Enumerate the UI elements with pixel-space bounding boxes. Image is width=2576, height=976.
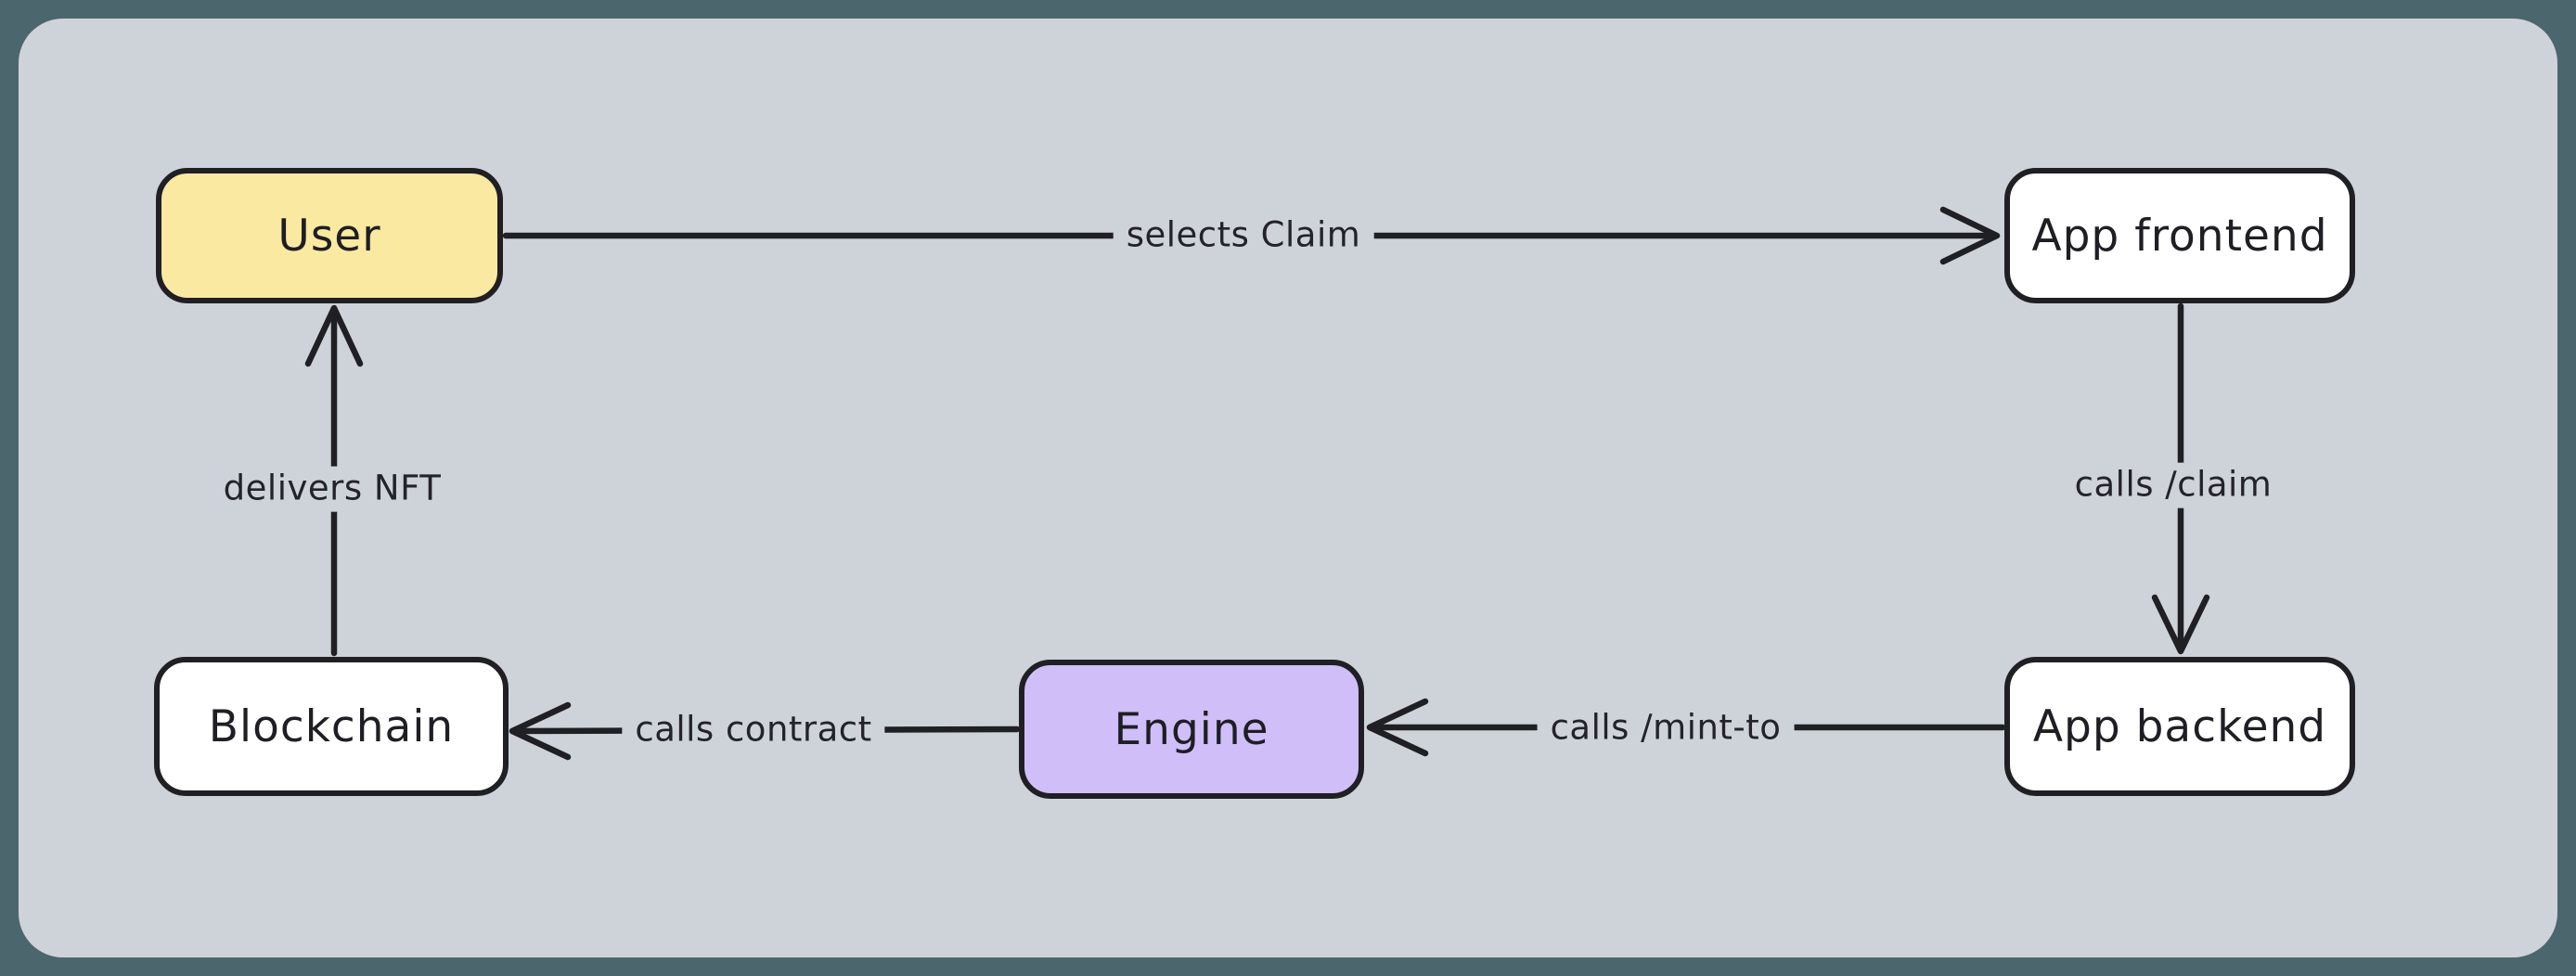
node-user: User	[156, 168, 503, 303]
node-blockchain: Blockchain	[154, 657, 509, 796]
node-app-frontend: App frontend	[2004, 168, 2355, 303]
edge-label-calls-mint-to: calls /mint-to	[1537, 705, 1795, 751]
edge-arrowhead	[1939, 206, 2001, 265]
edge-label-delivers-nft: delivers NFT	[210, 466, 455, 512]
edge-label-calls-contract: calls contract	[622, 707, 885, 753]
edge-arrowhead	[304, 304, 364, 367]
node-engine: Engine	[1019, 660, 1364, 799]
edge-label-selects-claim: selects Claim	[1113, 212, 1374, 259]
node-label: App frontend	[2031, 210, 2328, 262]
edge-arrowhead	[2151, 594, 2210, 655]
node-label: Blockchain	[208, 700, 455, 752]
node-label: User	[277, 210, 381, 262]
node-label: Engine	[1114, 703, 1269, 755]
node-app-backend: App backend	[2004, 657, 2355, 796]
node-label: App backend	[2032, 700, 2327, 752]
edge-arrowhead	[1366, 698, 1429, 757]
edge-label-calls-claim: calls /claim	[2061, 462, 2286, 508]
edge-arrowhead	[509, 701, 572, 761]
